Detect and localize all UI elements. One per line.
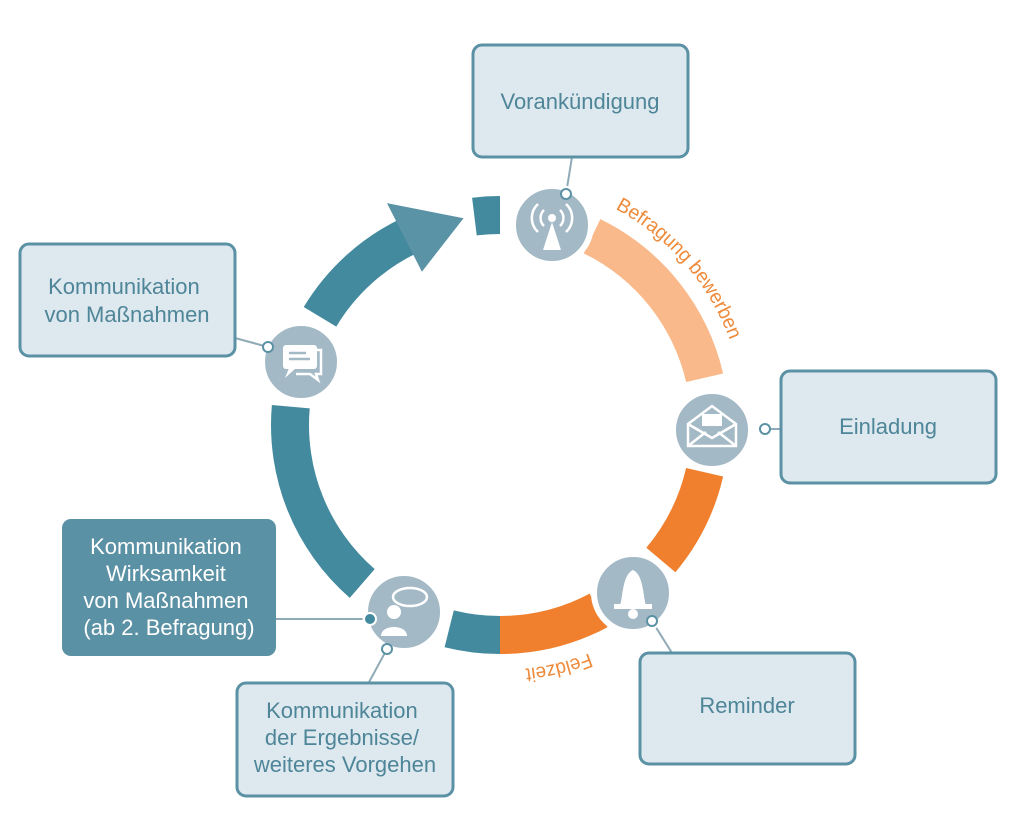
person-speech-icon <box>381 586 429 636</box>
arc-ergebnisse <box>444 610 500 654</box>
feldzeit-label: Feldzeit <box>524 649 595 686</box>
box-reminder: Reminder <box>638 651 857 766</box>
chat-node <box>259 320 343 404</box>
antenna-icon <box>530 203 574 250</box>
arc-kommunikation <box>303 217 420 327</box>
arrowhead <box>386 203 464 272</box>
box-label: Kommunikation Wirksamkeit von Maßnahmen … <box>83 534 254 640</box>
antenna-node <box>510 183 594 267</box>
arc-befragung-bewerben <box>583 219 724 383</box>
box-label: Kommunikation der Ergebnisse/ weiteres V… <box>253 698 436 777</box>
arc-start-block <box>472 196 500 236</box>
chat-bubbles-icon <box>283 345 323 384</box>
bell-icon <box>614 570 652 619</box>
cycle-ring <box>271 196 724 654</box>
envelope-node <box>670 388 771 472</box>
box-einladung: Einladung <box>779 369 998 485</box>
feldzeit-text: Feldzeit <box>524 649 595 686</box>
arc-feldzeit-lower <box>500 593 608 654</box>
bell-node <box>591 551 675 635</box>
box-label: Reminder <box>699 693 794 718</box>
box-kommunikation-massnahmen: Kommunikation von Maßnahmen <box>18 242 237 358</box>
box-label: Kommunikation von Maßnahmen <box>44 274 209 327</box>
arc-wirksamkeit <box>271 405 375 598</box>
envelope-icon <box>686 404 738 448</box>
box-wirksamkeit: Kommunikation Wirksamkeit von Maßnahmen … <box>62 519 276 656</box>
box-ergebnisse: Kommunikation der Ergebnisse/ weiteres V… <box>235 681 455 798</box>
box-label: Einladung <box>839 414 937 439</box>
box-vorankuendigung: Vorankündigung <box>471 43 690 159</box>
arc-feldzeit-upper <box>646 467 724 573</box>
wirksamkeit-dot <box>363 612 377 626</box>
box-label: Vorankündigung <box>500 89 659 114</box>
person-node <box>362 570 446 655</box>
